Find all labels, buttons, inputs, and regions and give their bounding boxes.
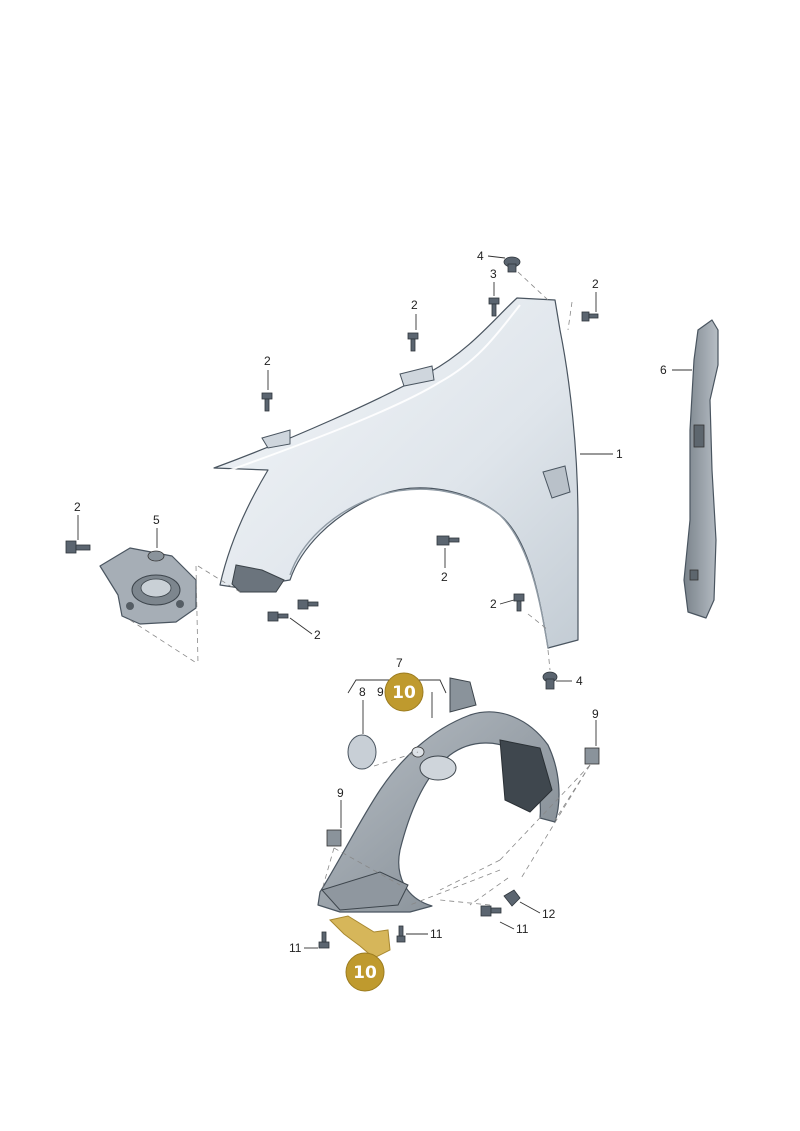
front-fender: [213, 297, 579, 649]
bolt-icon: [480, 905, 502, 917]
leader-lines: [77, 255, 692, 949]
callout-8: 8: [359, 685, 366, 699]
callout-2: 2: [314, 628, 321, 642]
fender-reinforcement-strip: [683, 319, 719, 619]
callout-2: 2: [74, 500, 81, 514]
badge-10-bottom-label: 10: [353, 963, 377, 983]
callout-11: 11: [289, 941, 302, 955]
callout-2: 2: [411, 298, 418, 312]
callout-9: 9: [337, 786, 344, 800]
bolt-icons: [65, 256, 599, 949]
bolt-icon: [261, 392, 273, 412]
bolt-icon: [267, 611, 289, 622]
rivet-icon: [542, 671, 558, 690]
wheel-housing-liner: [317, 677, 560, 913]
nut-icon: [503, 889, 521, 907]
callout-3: 3: [490, 267, 497, 281]
callout-5: 5: [153, 513, 160, 527]
callout-4: 4: [477, 249, 484, 263]
assembly-dashed-lines: [129, 271, 591, 906]
bolt-icon: [318, 931, 330, 949]
callout-1: 1: [616, 447, 623, 461]
highlighted-part-10-bracket: [329, 915, 391, 959]
retaining-clip-upper: [584, 747, 600, 765]
callout-4: 4: [576, 674, 583, 688]
callout-7: 7: [396, 656, 403, 670]
callout-labels: 1 2 2 2 2 2 2 2 2 3 4 4 5 6 7 8 9 9 9 11…: [74, 249, 667, 955]
callout-2: 2: [441, 570, 448, 584]
bolt-icon: [581, 311, 599, 322]
bolt-icon: [65, 540, 91, 554]
bolt-icon: [488, 297, 500, 317]
rivet-icon: [503, 256, 521, 273]
bolt-icon: [436, 535, 460, 546]
badge-10-top: 10: [384, 672, 424, 712]
badge-10-top-label: 10: [392, 683, 416, 703]
callout-9: 9: [592, 707, 599, 721]
callout-2: 2: [592, 277, 599, 291]
badge-10-bottom: 10: [345, 952, 385, 992]
callout-11: 11: [516, 922, 529, 936]
fender-mounting-bracket: [99, 547, 197, 625]
retaining-clip-lower: [326, 829, 342, 847]
callout-6: 6: [660, 363, 667, 377]
callout-2: 2: [264, 354, 271, 368]
bolt-icon: [297, 599, 319, 610]
bolt-icon: [513, 593, 525, 612]
bolt-icon: [396, 925, 406, 943]
bolt-icon: [407, 332, 419, 352]
callout-11: 11: [430, 927, 443, 941]
wheelhouse-cap: [347, 734, 377, 770]
callout-12: 12: [542, 907, 556, 921]
callout-9: 9: [377, 685, 384, 699]
callout-2: 2: [490, 597, 497, 611]
